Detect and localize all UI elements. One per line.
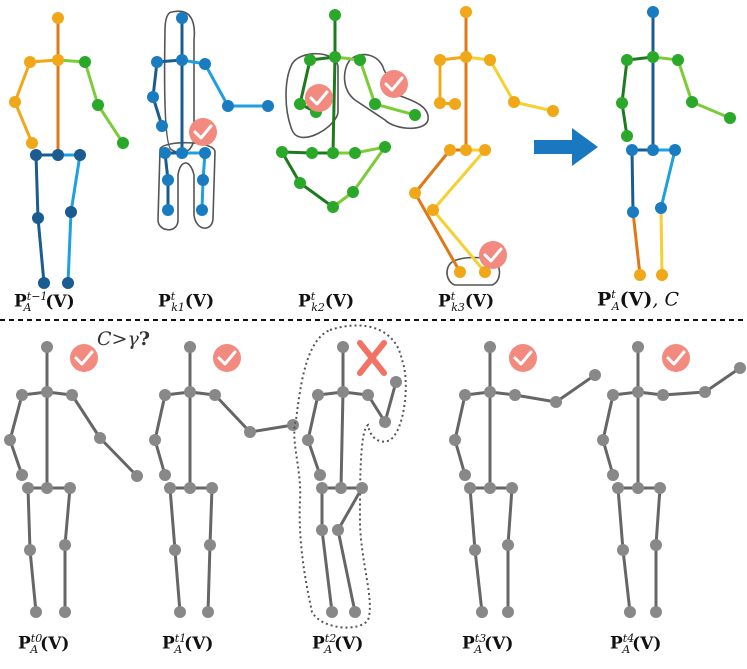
label-sub: A [174,643,183,657]
check-badge-icon [213,344,241,372]
confidence-threshold-label: C>γ? [97,328,150,350]
check-badge-icon [70,344,98,372]
label-sub: k3 [451,301,465,315]
label-sub: k2 [311,301,325,315]
label-sup: t3 [474,632,487,645]
skeleton-t4 [597,341,746,618]
label-arg: (V) [184,633,214,654]
label-arg: (V) [40,633,70,654]
label-sup: t4 [622,632,635,645]
check-badge-icon [509,344,537,372]
label-base: P [298,291,311,312]
label-top-0: Pt−1A (V) [14,290,75,314]
label-sup: t [450,290,456,303]
check-badge-icon [189,118,217,146]
label-arg: (V) [484,633,514,654]
condition-mark: ? [138,328,150,350]
label-arg: (V) [632,633,662,654]
skeleton-candidate-k2 [276,9,429,213]
skeleton-t3 [449,341,601,618]
label-sub: A [30,643,39,657]
skeleton-t0 [4,341,143,618]
label-bottom-2: Pt2A(V) [312,632,363,656]
label-top-2: Ptk2(V) [298,290,354,314]
skeleton-t1 [149,341,299,618]
label-top-4: PtA(V), C [597,288,679,313]
right-arrow-icon [534,128,598,166]
label-sup: t1 [174,632,187,645]
condition-text: C>γ [97,328,139,350]
label-base: P [14,291,27,312]
check-badge-icon [662,344,690,372]
check-badge-icon [479,241,507,269]
label-base: P [162,633,175,654]
label-sup: t−1 [26,290,48,303]
label-sub: A [611,300,620,314]
label-sub: k1 [171,301,185,315]
label-bottom-4: Pt4A(V) [610,632,661,656]
skeleton-prev-pose [9,12,129,289]
label-bottom-1: Pt1A(V) [162,632,213,656]
label-arg: (V) [464,291,495,312]
label-sub: A [622,643,631,657]
label-sub: A [474,643,483,657]
label-sup: t [611,288,616,301]
label-sup: t [310,290,316,303]
check-badge-icon [380,70,408,98]
label-bottom-3: Pt3A(V) [462,632,513,656]
label-base: P [597,288,612,311]
check-badge-icon [305,84,333,112]
skeleton-candidate-k3 [409,6,559,286]
label-base: P [158,291,171,312]
label-base: P [438,291,451,312]
label-top-3: Ptk3(V) [438,290,494,314]
skeleton-result-pose [616,6,736,281]
label-sub: A [324,643,333,657]
label-sup: t0 [30,632,43,645]
label-sup: t [170,290,176,303]
skeleton-t2-rejected [293,324,407,629]
label-suffix: , C [652,288,680,311]
label-bottom-0: Pt0A(V) [18,632,69,656]
label-top-1: Ptk1(V) [158,290,214,314]
label-base: P [610,633,623,654]
label-sup: t2 [324,632,337,645]
label-arg: (V) [324,291,355,312]
label-arg: (V) [334,633,364,654]
label-arg: (V) [619,288,653,311]
cross-mark-icon [357,340,387,376]
label-base: P [462,633,475,654]
label-arg: (V) [184,291,215,312]
label-arg: (V) [45,291,75,312]
label-sub: A [23,301,32,315]
label-base: P [18,633,31,654]
skeleton-candidate-k1 [147,10,274,231]
label-base: P [312,633,325,654]
